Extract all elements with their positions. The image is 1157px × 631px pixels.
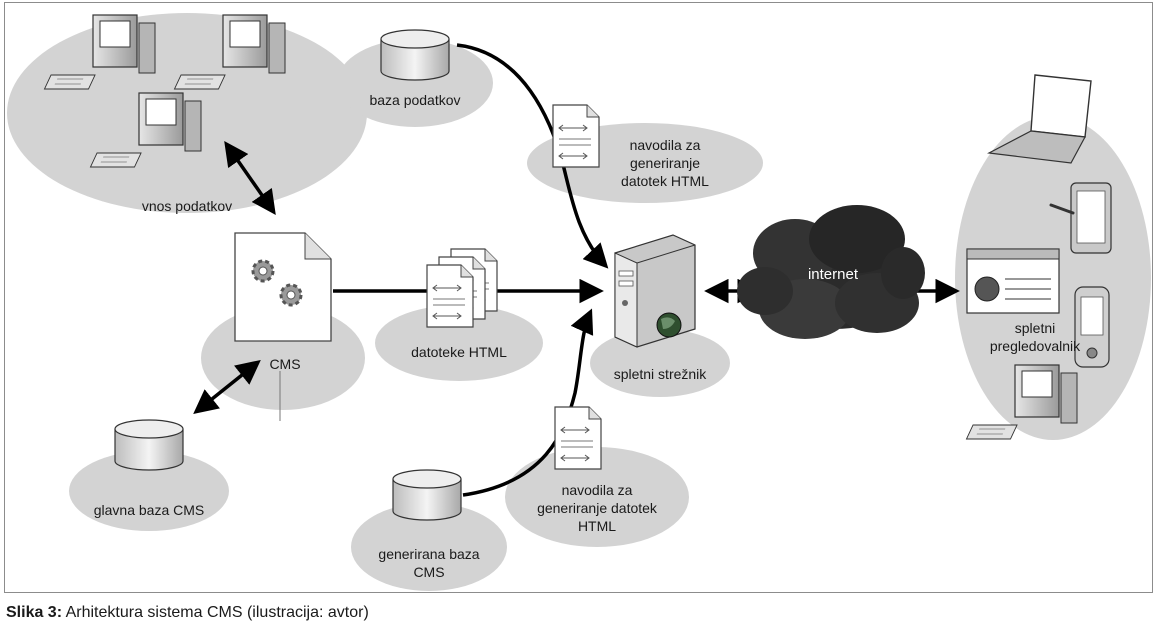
label-internet: internet bbox=[808, 266, 859, 283]
gear-icon bbox=[279, 283, 303, 307]
caption-prefix: Slika 3: bbox=[6, 604, 63, 621]
ellipse-baza bbox=[337, 39, 493, 127]
ellipse-navodila-bottom bbox=[505, 447, 689, 547]
pda-icon bbox=[1074, 286, 1110, 368]
gear-icon bbox=[251, 259, 275, 283]
internet-cloud-icon bbox=[737, 205, 925, 339]
label-navodila-bottom-1: navodila za bbox=[562, 482, 633, 498]
cms-document-icon bbox=[234, 232, 332, 342]
ellipse-generirana bbox=[351, 503, 507, 591]
cms-architecture-diagram: vnos podatkov baza podatkov navodila za … bbox=[7, 13, 1151, 591]
label-datoteke-html: datoteke HTML bbox=[411, 344, 507, 360]
label-brskalnik-2: pregledovalnik bbox=[990, 338, 1081, 354]
label-cms: CMS bbox=[269, 356, 300, 372]
label-navodila-bottom-2: generiranje datotek bbox=[537, 500, 658, 516]
database-icon bbox=[114, 419, 184, 471]
label-navodila-top-1: navodila za bbox=[630, 137, 701, 153]
web-server-icon bbox=[614, 234, 696, 348]
arrow-vnos-cms bbox=[224, 140, 276, 216]
label-generirana-2: CMS bbox=[413, 564, 444, 580]
label-generirana-1: generirana baza bbox=[378, 546, 479, 562]
caption-text: Arhitektura sistema CMS (ilustracija: av… bbox=[62, 604, 369, 621]
label-navodila-top-2: generiranje bbox=[630, 155, 700, 171]
diagram-frame: vnos podatkov baza podatkov navodila za … bbox=[4, 2, 1153, 593]
ellipse-datoteke bbox=[375, 305, 543, 381]
figure-caption: Slika 3: Arhitektura sistema CMS (ilustr… bbox=[6, 604, 369, 622]
label-vnos-podatkov: vnos podatkov bbox=[142, 198, 232, 214]
label-brskalnik-1: spletni bbox=[1015, 320, 1055, 336]
laptop-icon bbox=[987, 74, 1092, 164]
tablet-icon bbox=[1049, 182, 1112, 254]
ellipse-streznik bbox=[590, 329, 730, 397]
label-spletni-streznik: spletni strežnik bbox=[614, 366, 708, 382]
browser-window-icon bbox=[966, 248, 1060, 314]
arrow-cms-glavna bbox=[193, 359, 261, 415]
label-navodila-top-3: datotek HTML bbox=[621, 173, 709, 189]
label-navodila-bottom-3: HTML bbox=[578, 518, 616, 534]
database-icon bbox=[392, 469, 462, 521]
ellipse-glavna bbox=[69, 451, 229, 531]
arrow-generirana-to-streznik bbox=[462, 308, 594, 497]
label-glavna-baza: glavna baza CMS bbox=[94, 502, 205, 518]
label-baza-podatkov: baza podatkov bbox=[369, 92, 460, 108]
instruction-document-icon bbox=[554, 406, 602, 470]
database-icon bbox=[380, 29, 450, 81]
instruction-document-icon bbox=[552, 104, 600, 168]
